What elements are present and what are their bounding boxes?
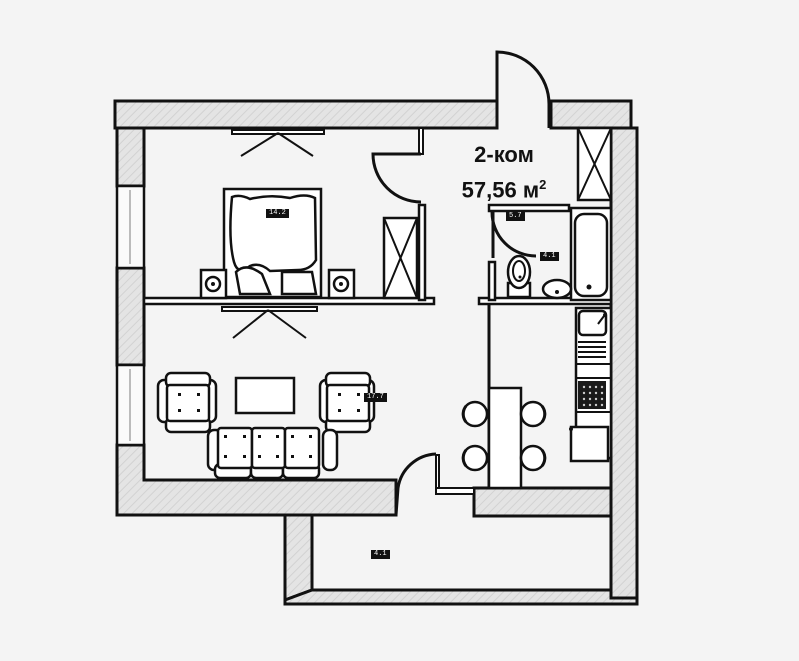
pillow-right — [280, 270, 318, 296]
plan-title: 2-ком 57,56 м2 — [448, 140, 560, 205]
bedroom-door — [371, 152, 422, 204]
pillow-left — [234, 266, 272, 296]
bed-blanket — [229, 194, 318, 273]
area-superscript: 2 — [539, 177, 547, 192]
wall-top-left — [113, 99, 499, 130]
cushion-stitches — [178, 393, 360, 458]
dining-chairs — [461, 400, 547, 472]
wall-balcony-bottom — [283, 588, 639, 606]
sofa — [206, 426, 339, 480]
wall-right — [609, 126, 639, 600]
bathtub — [573, 212, 609, 298]
doors — [371, 50, 551, 516]
kitchen-sink — [577, 309, 608, 337]
balcony-door — [394, 452, 437, 516]
wall-left-2 — [115, 266, 146, 367]
total-area: 57,56 м2 — [448, 170, 560, 205]
bathroom-door — [490, 211, 537, 258]
balcony — [310, 516, 613, 592]
room-tag-bathroom: 4.1 — [540, 252, 559, 261]
coffee-table — [234, 376, 296, 415]
room-tag-hallway: 5.7 — [506, 212, 525, 221]
room-count: 2-ком — [474, 142, 534, 167]
kitchen — [461, 306, 613, 490]
wall-left-1 — [115, 126, 146, 188]
bathroom-fixtures — [506, 126, 613, 302]
windows — [115, 184, 146, 447]
refrigerator — [569, 425, 610, 463]
stove-burners — [582, 385, 604, 407]
room-tag-balcony: 4.1 — [371, 550, 390, 559]
wall-top-right — [549, 99, 633, 130]
bathroom-sink — [541, 278, 573, 300]
entrance-door — [495, 50, 551, 128]
area-value: 57,56 м — [461, 177, 540, 203]
bedroom-furniture — [199, 129, 419, 300]
armchair-right — [318, 371, 376, 434]
living-room-furniture — [156, 306, 376, 480]
drain-board — [578, 341, 606, 358]
room-tag-bedroom: 14.2 — [266, 209, 289, 218]
outer-walls — [113, 99, 639, 606]
wall-bottom-right — [472, 486, 613, 518]
room-tag-living-room: 17.7 — [364, 393, 387, 402]
toilet — [506, 254, 532, 299]
dining-table — [487, 386, 523, 490]
armchair-left — [156, 371, 218, 434]
wall-balcony-left — [283, 513, 314, 603]
